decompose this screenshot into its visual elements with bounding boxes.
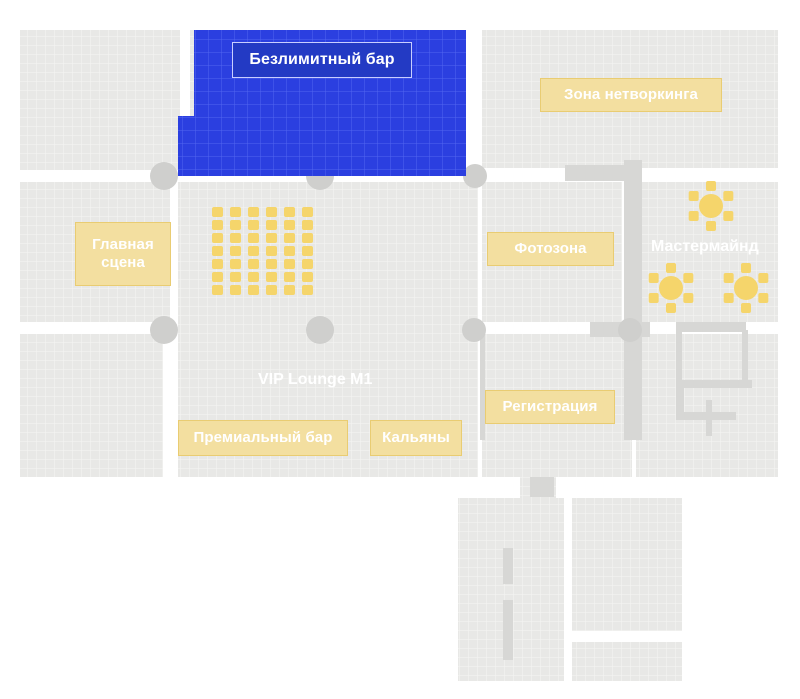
pillar <box>150 162 178 190</box>
seat <box>284 272 295 282</box>
seat <box>248 233 259 243</box>
seat <box>284 246 295 256</box>
wall <box>676 322 682 382</box>
seat <box>230 207 241 217</box>
chair <box>758 293 769 303</box>
seat <box>248 272 259 282</box>
seat <box>284 285 295 295</box>
seat <box>266 285 277 295</box>
wall <box>742 330 748 386</box>
wall <box>624 160 642 440</box>
seat <box>284 259 295 269</box>
wall <box>480 330 485 440</box>
chair <box>666 303 676 313</box>
seat <box>212 285 223 295</box>
pillar <box>618 318 642 342</box>
seat <box>266 207 277 217</box>
wall <box>565 165 635 181</box>
seat <box>248 285 259 295</box>
seat <box>230 220 241 230</box>
chair <box>758 273 769 283</box>
room-top-left <box>20 30 180 170</box>
zone-photozone[interactable]: Фотозона <box>487 232 614 266</box>
room-bottom-left <box>20 334 163 477</box>
seat <box>230 233 241 243</box>
seat <box>212 272 223 282</box>
chair <box>683 273 694 283</box>
chair <box>688 211 699 221</box>
pillar <box>463 164 487 188</box>
seat <box>302 285 313 295</box>
seat <box>302 272 313 282</box>
zone-unlimited-bar[interactable]: Безлимитный бар <box>232 42 412 78</box>
zone-premium-bar[interactable]: Премиальный бар <box>178 420 348 456</box>
seat <box>266 233 277 243</box>
seat <box>266 272 277 282</box>
round-table <box>734 276 758 300</box>
chair <box>741 263 751 273</box>
area-vip-lounge: VIP Lounge M1 <box>258 371 373 388</box>
seat <box>284 233 295 243</box>
chair <box>648 273 659 283</box>
seat <box>230 272 241 282</box>
seat <box>212 259 223 269</box>
seat <box>248 220 259 230</box>
chair <box>648 293 659 303</box>
pillars <box>150 162 642 344</box>
chair <box>723 293 734 303</box>
wall <box>503 600 513 660</box>
seat <box>266 246 277 256</box>
seat <box>248 246 259 256</box>
seat <box>212 220 223 230</box>
chair <box>723 191 734 201</box>
wall <box>676 322 746 332</box>
zone-networking[interactable]: Зона нетворкинга <box>540 78 722 112</box>
area-mastermind: Мастермайнд <box>651 238 759 255</box>
seat <box>230 259 241 269</box>
seat <box>230 285 241 295</box>
pillar <box>462 318 486 342</box>
seat <box>212 246 223 256</box>
chair <box>706 181 716 191</box>
room-annex-right-bottom <box>572 642 682 681</box>
seat <box>212 207 223 217</box>
seat <box>302 207 313 217</box>
seat <box>248 259 259 269</box>
seat <box>284 220 295 230</box>
round-table <box>659 276 683 300</box>
seating-block <box>212 207 313 295</box>
room-annex-right-top <box>572 498 682 631</box>
wall <box>706 400 712 436</box>
seat <box>248 207 259 217</box>
seat <box>266 220 277 230</box>
chair <box>723 211 734 221</box>
round-table <box>699 194 723 218</box>
seat <box>302 246 313 256</box>
chair <box>688 191 699 201</box>
wall <box>530 477 554 497</box>
wall <box>676 380 684 420</box>
seat <box>302 233 313 243</box>
seat <box>302 259 313 269</box>
round-tables <box>648 181 769 313</box>
chair <box>706 221 716 231</box>
seat <box>230 246 241 256</box>
seat <box>302 220 313 230</box>
seat <box>284 207 295 217</box>
chair <box>723 273 734 283</box>
zone-registration[interactable]: Регистрация <box>485 390 615 424</box>
seat <box>266 259 277 269</box>
chair <box>683 293 694 303</box>
wall <box>503 548 513 584</box>
zone-main-stage[interactable]: Главная сцена <box>75 222 171 286</box>
seat <box>212 233 223 243</box>
chair <box>666 263 676 273</box>
wall <box>676 380 752 388</box>
zone-hookahs[interactable]: Кальяны <box>370 420 462 456</box>
pillar <box>150 316 178 344</box>
chair <box>741 303 751 313</box>
pillar <box>306 316 334 344</box>
